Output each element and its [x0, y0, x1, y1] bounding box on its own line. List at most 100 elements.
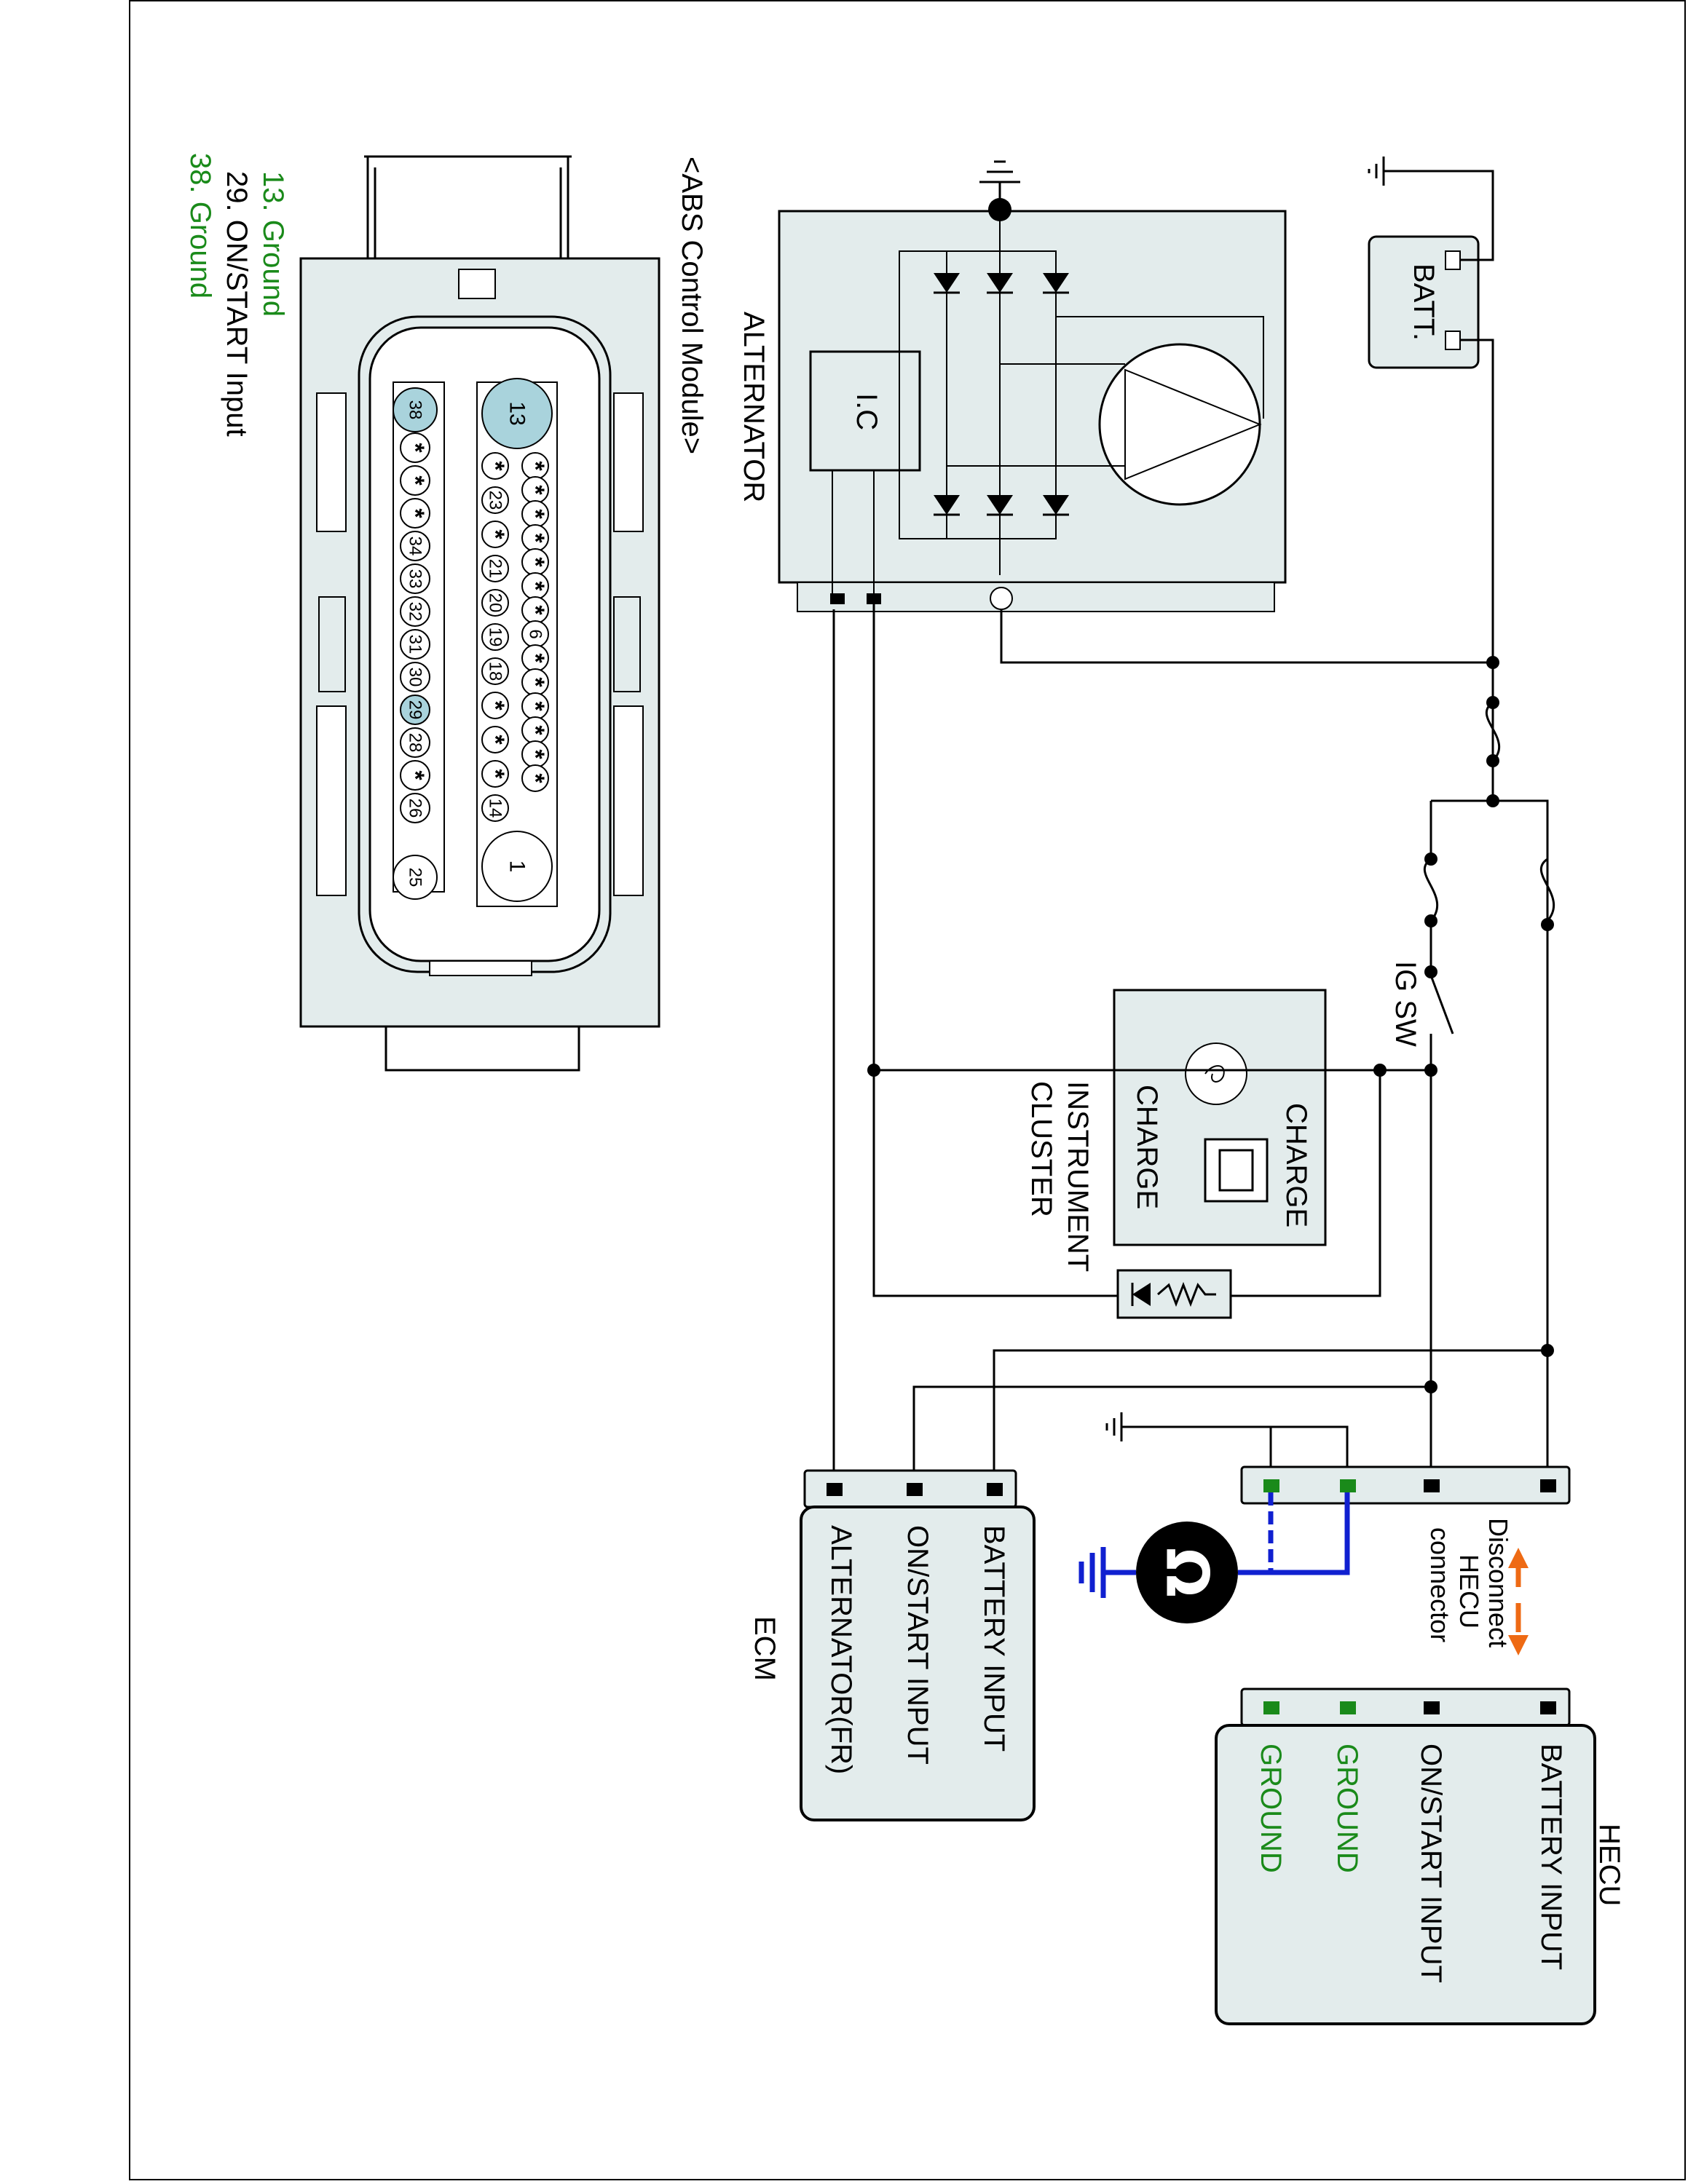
abs-pin-top-4-label: *: [521, 533, 549, 543]
abs-pin-mid-6: [481, 657, 509, 685]
abs-pin-bot-8: [400, 662, 430, 692]
abs-pin-mid-10: [481, 794, 509, 822]
diode-icon: [1116, 1269, 1232, 1319]
ohmmeter-icon: [1136, 1522, 1238, 1623]
abs-pin-bot-13: [393, 855, 438, 900]
abs-pin-mid-7-label: *: [481, 700, 509, 711]
alternator-label: ALTERNATOR: [738, 312, 770, 503]
abs-pin-bot-9: [400, 695, 430, 725]
legend-pin-13: 13. Ground: [257, 171, 289, 317]
charge-label: CHARGE: [1131, 1085, 1163, 1210]
hecu-pin-ground-2: GROUND: [1255, 1744, 1287, 1873]
hecu-pin-on-start: ON/START INPUT: [1415, 1744, 1447, 1983]
abs-pin-bot-7-label: 31: [406, 635, 425, 654]
hecu-harness-connector: [1240, 1465, 1571, 1505]
abs-pin-bot-13-label: 25: [406, 868, 425, 887]
abs-pin-bot-9-label: 29: [406, 700, 425, 720]
abs-pin-bot-3-label: *: [401, 508, 429, 518]
abs-pin-bot-0-label: 38: [406, 400, 425, 420]
abs-pin-top-11-label: *: [521, 701, 549, 711]
abs-pin-mid-5-label: 19: [486, 628, 505, 647]
ic-label: I.C: [851, 393, 883, 431]
abs-pin-mid-8: [481, 726, 509, 753]
legend-pin-38: 38. Ground: [184, 153, 216, 299]
abs-pin-bot-10-label: 28: [406, 733, 425, 753]
abs-pin-mid-5: [481, 623, 509, 651]
abs-pin-mid-2: [481, 521, 509, 548]
abs-pin-mid-0-label: *: [481, 461, 509, 471]
abs-pin-bot-4: [400, 531, 430, 561]
diagram-frame: [129, 0, 1686, 2180]
abs-pin-bot-7: [400, 629, 430, 660]
abs-pin-top-6-label: *: [521, 581, 549, 591]
abs-pin-top-3-label: *: [521, 509, 549, 519]
abs-pin-top-14-label: *: [521, 773, 549, 783]
abs-pin-top-12-label: *: [521, 725, 549, 735]
ecm-pin-on-start: ON/START INPUT: [902, 1525, 934, 1765]
abs-pin-top-1-label: *: [521, 461, 549, 471]
abs-connector-pins: 13*******6******1*23*21201918***1438***3…: [393, 378, 553, 902]
abs-pin-mid-9: [481, 760, 509, 788]
abs-pin-mid-6-label: 18: [486, 662, 505, 681]
abs-pin-top-2-label: *: [521, 485, 549, 495]
abs-pin-mid-3: [481, 555, 509, 582]
abs-pin-bot-3: [400, 498, 430, 529]
abs-pin-bot-5: [400, 563, 430, 594]
abs-pin-bot-8-label: 30: [406, 668, 425, 687]
cluster-label: CLUSTER: [1025, 1081, 1057, 1217]
abs-pin-mid-4: [481, 589, 509, 617]
abs-pin-bot-5-label: 33: [406, 569, 425, 589]
charge-lamp-label: CHARGE: [1280, 1103, 1312, 1228]
abs-pin-bot-2: [400, 465, 430, 496]
abs-pin-top-0: [481, 378, 553, 449]
ecm-label: ECM: [749, 1616, 781, 1681]
abs-pin-mid-1: [481, 486, 509, 514]
abs-pin-mid-7: [481, 692, 509, 719]
abs-pin-top-13-label: *: [521, 749, 549, 759]
svg-text:Ω: Ω: [1153, 1548, 1221, 1597]
wire-bplus: [1000, 609, 1494, 801]
instrument-cluster: [1113, 989, 1327, 1246]
abs-pin-top-14: [521, 764, 549, 792]
hecu-pin-battery: BATTERY INPUT: [1535, 1744, 1567, 1971]
battery: [1368, 157, 1494, 662]
abs-pin-mid-3-label: 21: [486, 559, 505, 579]
ecm-pin-battery: BATTERY INPUT: [978, 1525, 1010, 1752]
abs-pin-bot-1: [400, 432, 430, 463]
abs-pin-top-15: [481, 831, 553, 902]
abs-pin-bot-0: [393, 387, 438, 432]
abs-pin-bot-11: [400, 760, 430, 791]
abs-pin-bot-10: [400, 727, 430, 758]
ecm-pin-alternator: ALTERNATOR(FR): [825, 1525, 857, 1775]
disconnect-label-2: HECU: [1454, 1554, 1484, 1629]
hecu-label: HECU: [1593, 1824, 1625, 1907]
abs-pin-top-7-label: *: [521, 605, 549, 615]
abs-pin-top-5-label: *: [521, 557, 549, 567]
abs-module-title: <ABS Control Module>: [676, 157, 708, 455]
abs-pin-bot-6: [400, 596, 430, 627]
abs-pin-top-9-label: *: [521, 653, 549, 663]
abs-pin-bot-11-label: *: [401, 770, 429, 780]
abs-pin-mid-2-label: *: [481, 529, 509, 539]
abs-connector: [299, 155, 660, 1072]
abs-pin-bot-6-label: 32: [406, 602, 425, 622]
abs-pin-bot-4-label: 34: [406, 537, 425, 556]
hecu-module: [1215, 1688, 1596, 2025]
abs-pin-bot-12-label: 26: [406, 799, 425, 818]
abs-pin-top-8-label: 6: [526, 629, 545, 638]
instrument-label: INSTRUMENT: [1062, 1081, 1094, 1273]
alternator: [778, 160, 1287, 612]
hecu-pin-ground-1: GROUND: [1331, 1744, 1363, 1873]
abs-pin-top-10-label: *: [521, 677, 549, 687]
abs-pin-mid-8-label: *: [481, 735, 509, 745]
abs-pin-bot-1-label: *: [401, 443, 429, 453]
abs-pin-mid-0: [481, 452, 509, 480]
abs-pin-bot-12: [400, 793, 430, 823]
battery-label: BATT.: [1408, 264, 1440, 341]
abs-pin-mid-1-label: 23: [486, 491, 505, 510]
ig-sw-label: IG SW: [1389, 961, 1421, 1047]
abs-pin-top-15-label: 1: [505, 860, 529, 873]
disconnect-label-1: Disconnect: [1483, 1518, 1513, 1648]
fuse-icon: [1485, 701, 1501, 762]
